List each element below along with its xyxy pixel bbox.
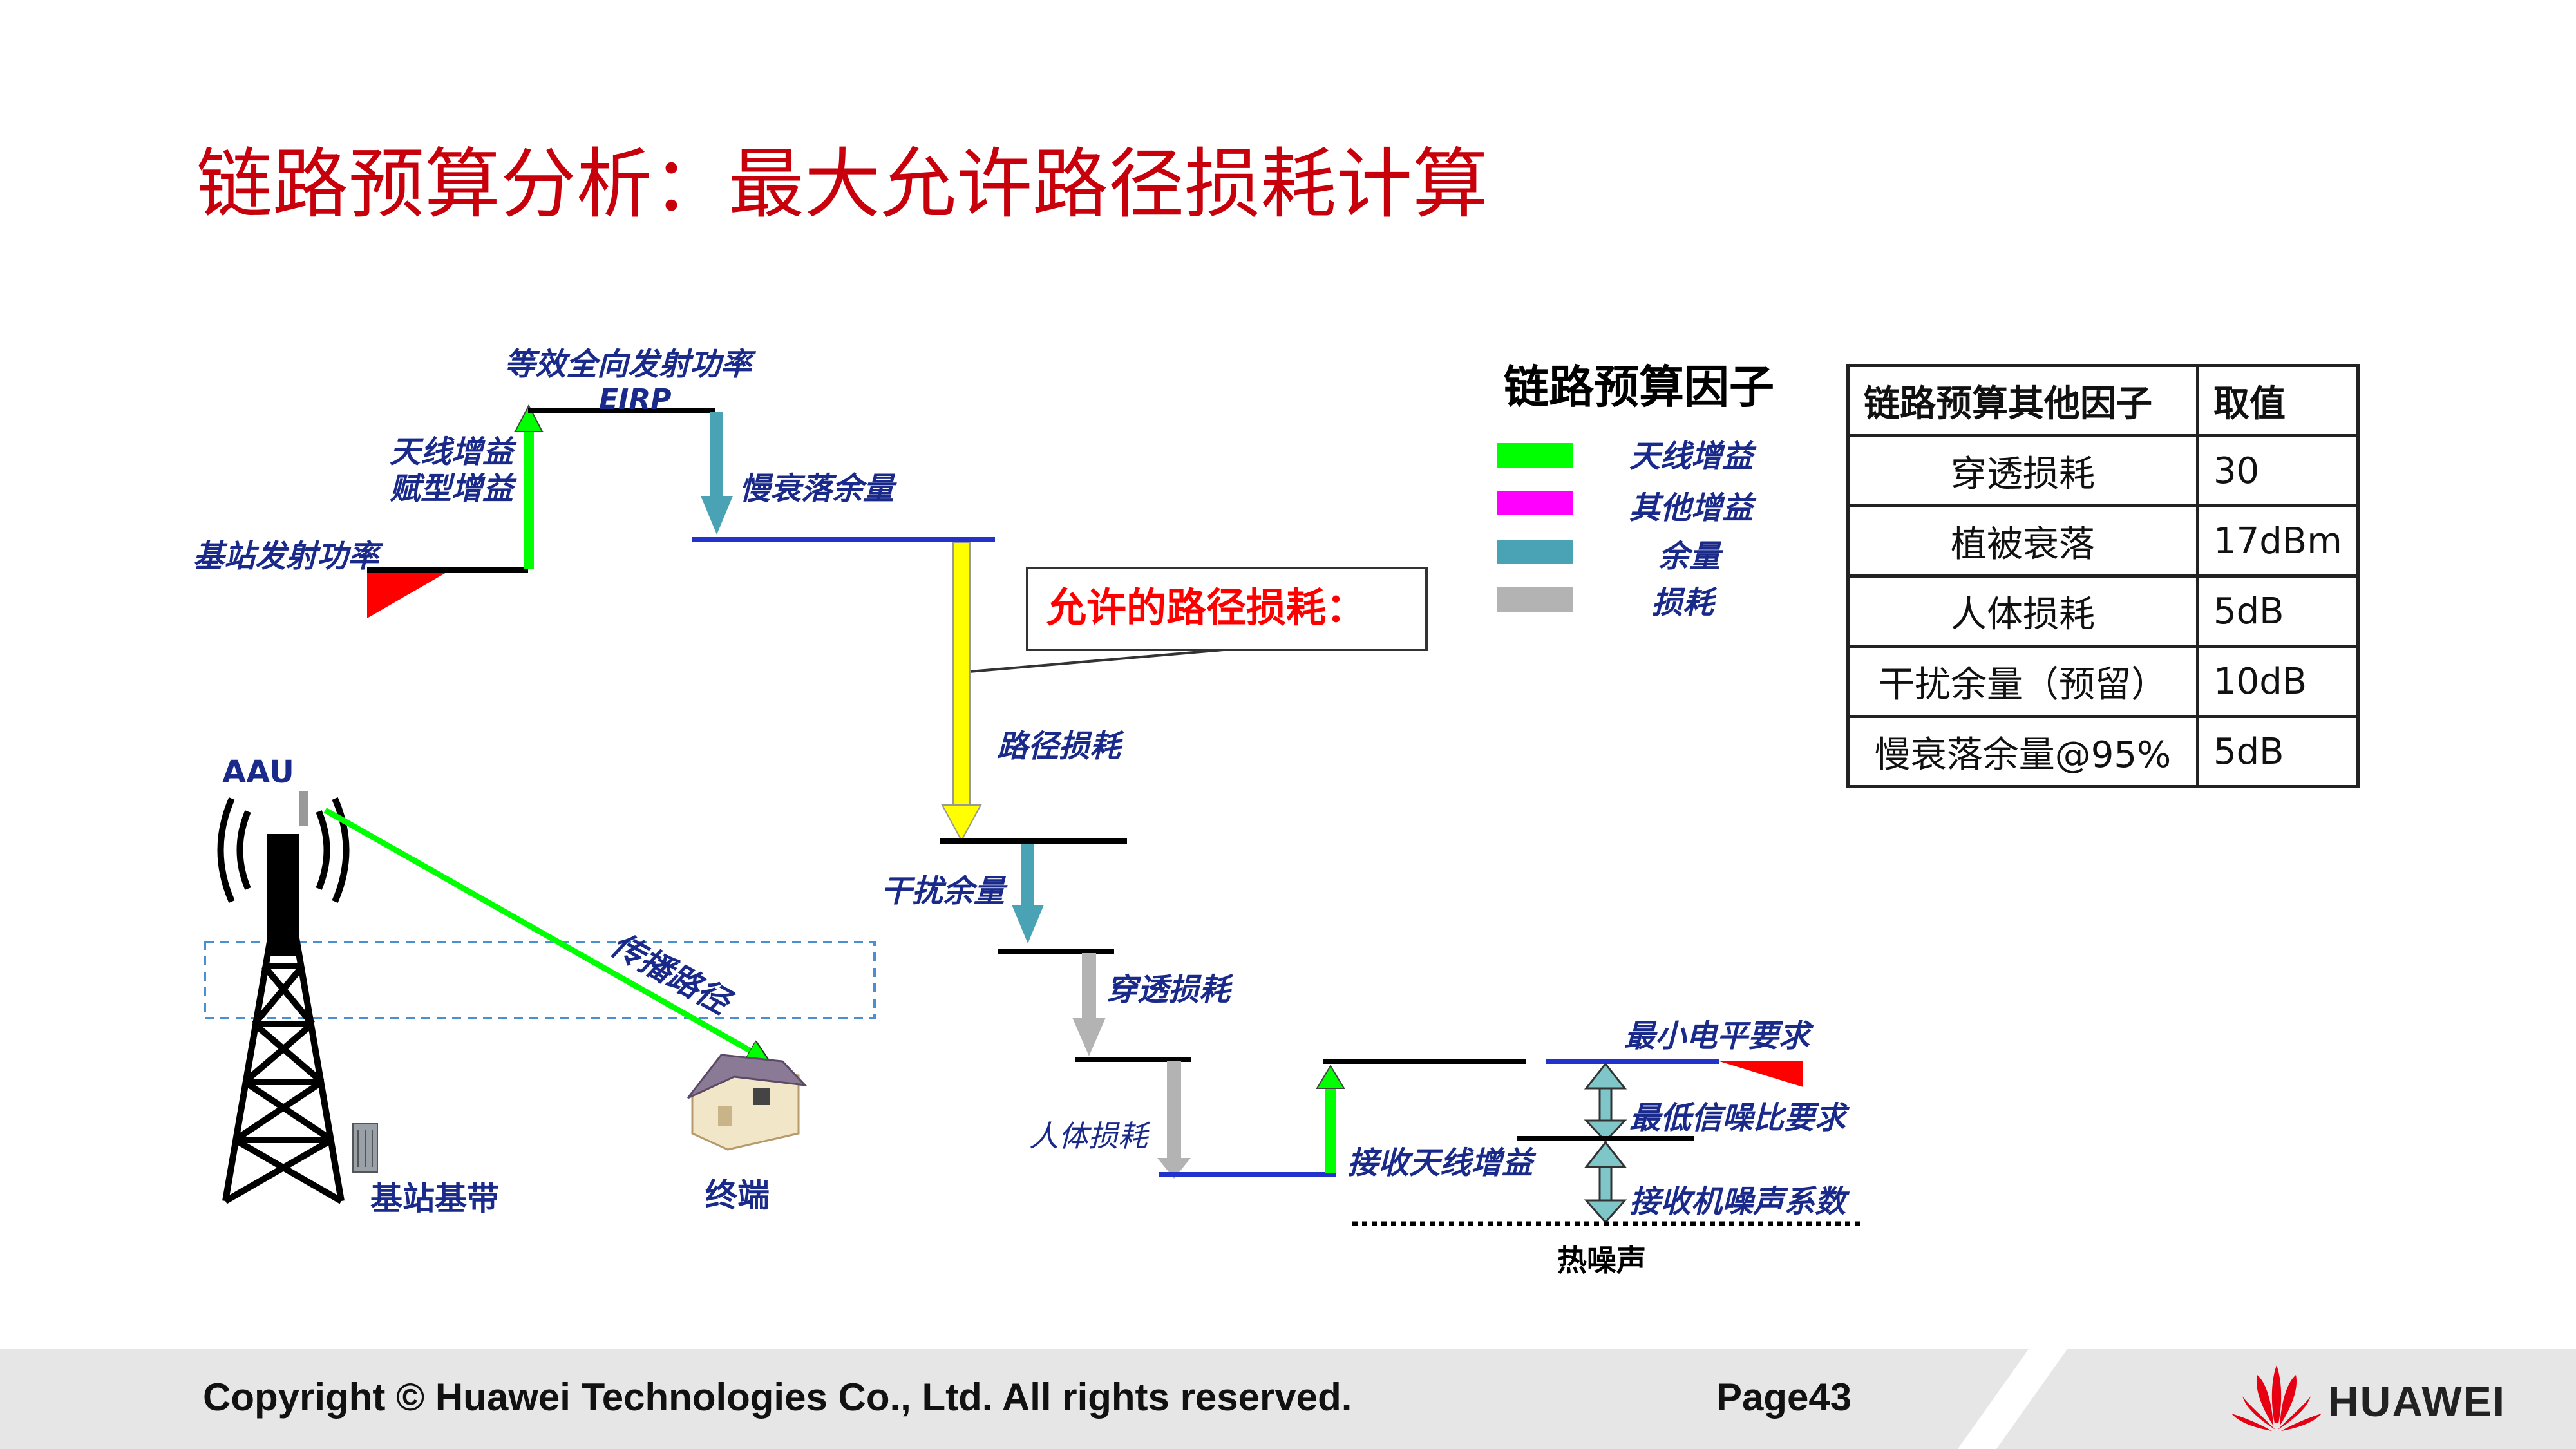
legend-label-margin: 余量 xyxy=(1658,538,1723,574)
table-cell-value: 30 xyxy=(2196,434,2360,507)
huawei-logo-icon xyxy=(2231,1365,2322,1431)
footer-stripe xyxy=(1958,1349,2067,1449)
allowed-loss-label: 允许的路径损耗： xyxy=(1046,584,1366,631)
path-loss-label: 路径损耗 xyxy=(997,728,1124,764)
legend-label-antenna-gain: 天线增益 xyxy=(1629,439,1757,475)
allowed-loss-box xyxy=(1026,567,1428,651)
table-header-factor: 链路预算其他因子 xyxy=(1846,364,2199,437)
min-level-label: 最小电平要求 xyxy=(1624,1018,1814,1054)
legend-label-loss: 损耗 xyxy=(1652,585,1718,621)
table-row: 慢衰落余量@95% 5dB xyxy=(1846,715,2360,788)
propagation-arrow xyxy=(323,808,760,1056)
legend-label-other-gain: 其他增益 xyxy=(1629,490,1757,526)
noise-figure-label: 接收机噪声系数 xyxy=(1629,1184,1850,1220)
table-cell-value: 17dBm xyxy=(2196,504,2360,578)
legend-swatch-loss xyxy=(1497,587,1573,612)
slow-fade-arrow xyxy=(701,412,733,535)
table-row: 干扰余量（预留） 10dB xyxy=(1846,645,2360,718)
beamforming-gain-label: 赋型增益 xyxy=(390,471,517,507)
table-cell-factor: 慢衰落余量@95% xyxy=(1846,715,2199,788)
terminal-house-icon xyxy=(687,1054,808,1151)
table-cell-factor: 干扰余量（预留） xyxy=(1846,645,2199,718)
link-budget-diagram: 允许的路径损耗： 等效全向发 xyxy=(193,346,1861,1278)
legend-swatch-margin xyxy=(1497,540,1573,564)
eirp-label-line2: EIRP xyxy=(599,383,672,416)
path-loss-arrow xyxy=(941,542,982,842)
footer-bar xyxy=(0,1349,2576,1449)
aau-label: AAU xyxy=(222,754,294,790)
rx-gain-arrow xyxy=(1316,1065,1345,1173)
thermal-noise-label: 热噪声 xyxy=(1557,1243,1646,1278)
table-row: 穿透损耗 30 xyxy=(1846,434,2360,507)
bs-tx-power-label: 基站发射功率 xyxy=(193,538,384,574)
legend-swatch-other-gain xyxy=(1497,491,1573,515)
table-cell-factor: 人体损耗 xyxy=(1846,574,2199,648)
copyright-text: Copyright © Huawei Technologies Co., Ltd… xyxy=(203,1376,1352,1419)
table-header-value: 取值 xyxy=(2196,364,2360,437)
snr-double-arrow xyxy=(1584,1062,1627,1143)
penetration-loss-label: 穿透损耗 xyxy=(1106,972,1234,1008)
slide-title: 链路预算分析：最大允许路径损耗计算 xyxy=(196,140,1489,229)
table-header-row: 链路预算其他因子 取值 xyxy=(1846,364,2360,437)
table-row: 植被衰落 17dBm xyxy=(1846,504,2360,578)
brand-name: HUAWEI xyxy=(2328,1378,2506,1425)
interference-margin-arrow xyxy=(1012,844,1044,943)
penetration-loss-arrow xyxy=(1072,953,1106,1056)
rx-antenna-gain-label: 接收天线增益 xyxy=(1347,1145,1537,1181)
terminal-label: 终端 xyxy=(705,1177,770,1214)
tx-power-wedge xyxy=(367,570,451,618)
bbu-label: 基站基带 xyxy=(370,1180,499,1217)
antenna-gain-label: 天线增益 xyxy=(390,434,517,470)
interference-margin-label: 干扰余量 xyxy=(881,873,1008,909)
slow-fade-label: 慢衰落余量 xyxy=(739,471,897,507)
body-loss-label: 人体损耗 xyxy=(1029,1119,1151,1153)
antenna-gain-arrow xyxy=(514,404,544,569)
table-cell-value: 10dB xyxy=(2196,645,2360,718)
legend-swatch-antenna-gain xyxy=(1497,443,1573,468)
table-cell-value: 5dB xyxy=(2196,574,2360,648)
link-budget-factor-table: 链路预算其他因子 取值 穿透损耗 30 植被衰落 17dBm 人体损耗 5dB … xyxy=(1846,364,2360,788)
aau-icon xyxy=(299,791,308,826)
table-cell-factor: 穿透损耗 xyxy=(1846,434,2199,507)
noise-figure-double-arrow xyxy=(1584,1141,1627,1224)
callout-leader xyxy=(969,649,1224,673)
page-number: Page43 xyxy=(1716,1376,1852,1419)
bbu-icon xyxy=(352,1123,378,1173)
tower-icon xyxy=(217,797,350,1204)
body-loss-arrow xyxy=(1157,1061,1191,1179)
coverage-region-dashed xyxy=(204,941,876,1019)
table-cell-factor: 植被衰落 xyxy=(1846,504,2199,578)
legend-title: 链路预算因子 xyxy=(1504,361,1774,413)
table-row: 人体损耗 5dB xyxy=(1846,574,2360,648)
min-level-wedge xyxy=(1719,1061,1803,1087)
eirp-label-line1: 等效全向发射功率 xyxy=(504,346,757,383)
min-snr-label: 最低信噪比要求 xyxy=(1629,1100,1850,1136)
table-cell-value: 5dB xyxy=(2196,715,2360,788)
